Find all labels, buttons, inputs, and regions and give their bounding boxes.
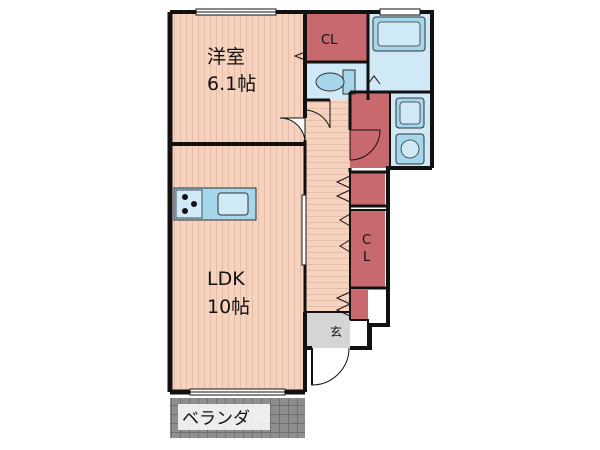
entrance-floor: [305, 312, 350, 348]
western-room-floor: [170, 12, 305, 144]
closet-shoe-upper: [350, 172, 385, 206]
closet-mid-label-2: L: [363, 250, 371, 265]
closet-mid: [350, 210, 385, 288]
ldk-size: 10帖: [207, 296, 250, 318]
closet-top: [305, 12, 368, 62]
ldk-name: LDK: [207, 268, 245, 290]
ldk-floor: [170, 144, 305, 392]
western-room-name: 洋室: [207, 46, 245, 68]
entrance-label: 玄: [330, 324, 342, 339]
sliding-door: [301, 194, 307, 266]
balcony-label-bg: [178, 404, 270, 430]
door-swings: [279, 100, 381, 386]
windows: [189, 8, 421, 396]
balcony-label: ベランダ: [182, 409, 250, 429]
western-room-size: 6.1帖: [207, 73, 256, 95]
closet-shoe-lower: [350, 290, 368, 320]
kitchen-counter-icon: [173, 187, 257, 221]
closet-door-marks: [293, 51, 381, 317]
closet-mid-label-1: C: [362, 233, 371, 248]
closet-top-label: CL: [321, 33, 338, 48]
hallway-floor: [305, 100, 350, 312]
toilet-icon: [315, 69, 356, 95]
washing-machine-icon: [395, 133, 425, 165]
bathtub-icon: [372, 16, 426, 52]
washbasin-icon: [395, 97, 425, 129]
